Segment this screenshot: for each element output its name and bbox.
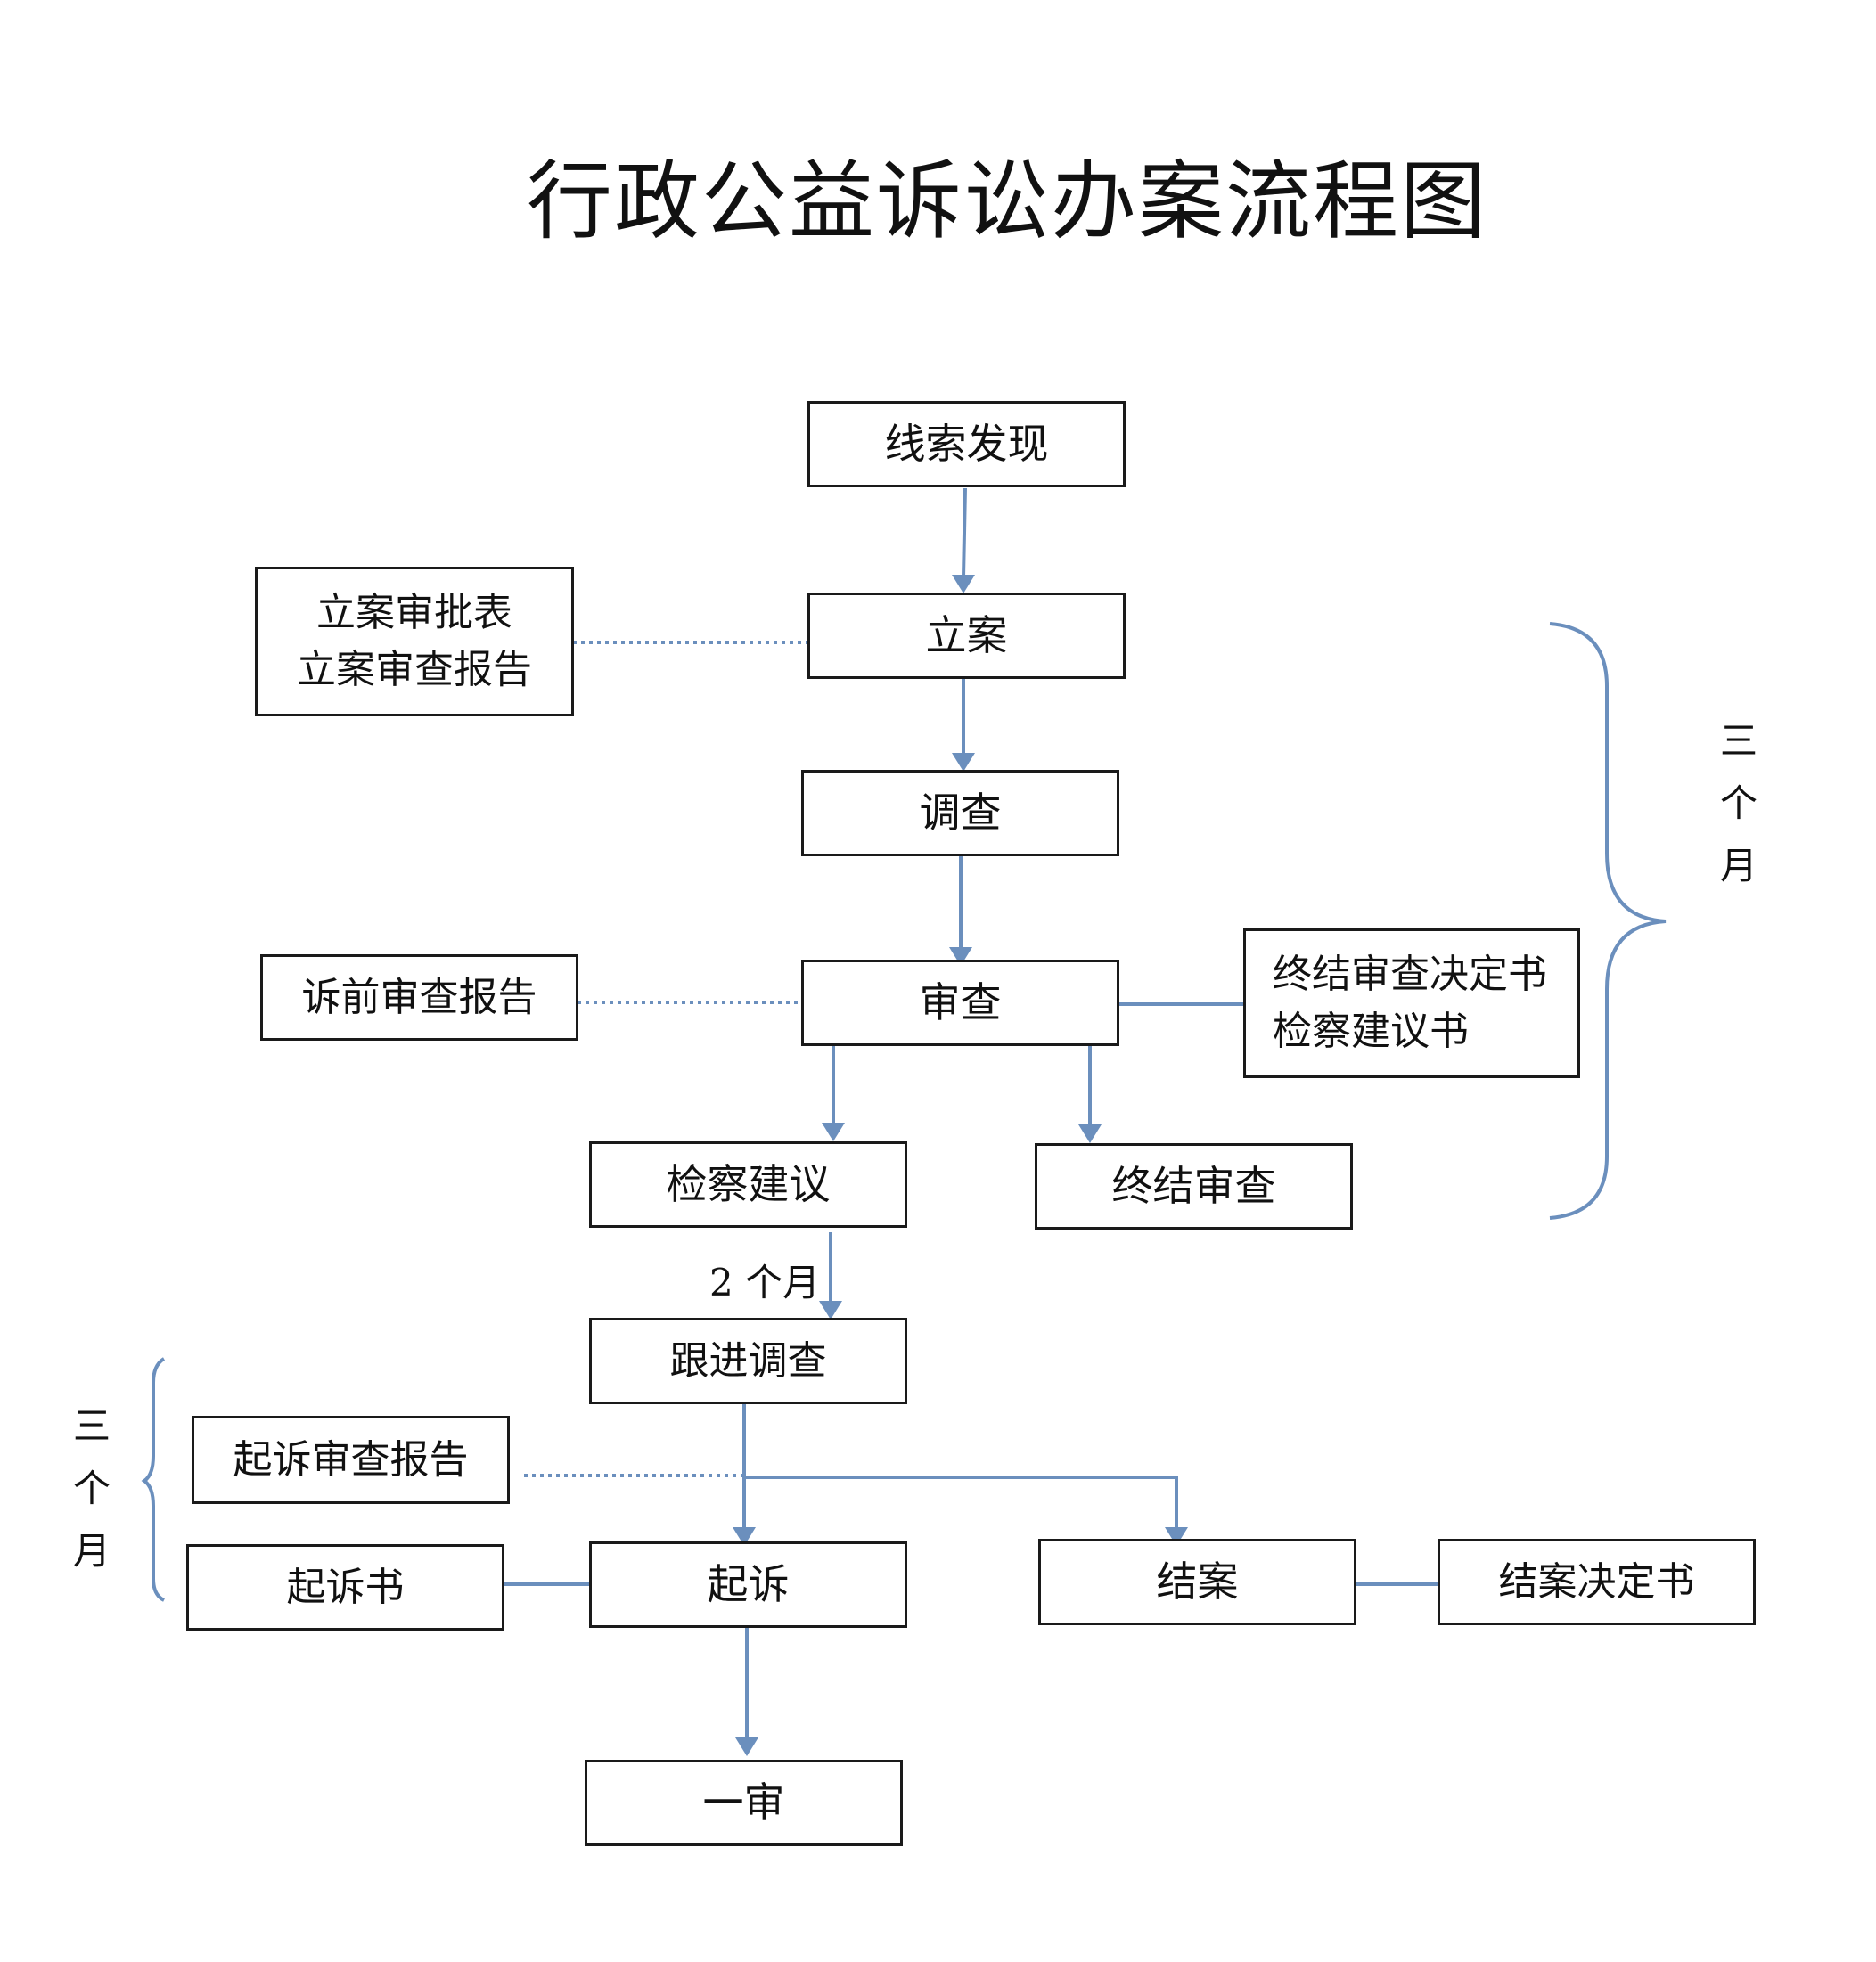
termination-review-box: 终结审查 <box>1035 1143 1353 1230</box>
three-months-left-char-2: 个 <box>72 1467 111 1510</box>
termination-decision-label: 终结审查决定书 <box>1273 952 1547 998</box>
three-months-left-label: 三 个 月 <box>70 1395 114 1582</box>
filing-review-report-label: 立案审查报告 <box>297 647 532 692</box>
procuratorial-advice-box: 检察建议 <box>589 1141 907 1228</box>
three-months-right-char-1: 三 <box>1719 719 1757 763</box>
closing-decision-box: 结案决定书 <box>1438 1539 1756 1625</box>
three-months-right-char-2: 个 <box>1719 781 1757 825</box>
three-months-right-label: 三 个 月 <box>1716 710 1761 897</box>
indictment-box: 起诉书 <box>186 1544 504 1631</box>
page-title: 行政公益诉讼办案流程图 <box>527 151 1487 251</box>
procuratorial-advice-letter-label: 检察建议书 <box>1273 1009 1469 1054</box>
arrowhead-advice-to-followup <box>819 1301 842 1320</box>
followup-investigation-box: 跟进调查 <box>589 1318 907 1404</box>
filing-approval-form-label: 立案审批表 <box>316 590 512 636</box>
arrowhead-investigation-to-review <box>949 947 972 966</box>
arrowhead-filing-to-investigation <box>952 753 975 772</box>
termination-documents-box: 终结审查决定书 检察建议书 <box>1243 928 1580 1078</box>
arrowhead-prosecution-to-trial <box>735 1737 758 1756</box>
first-instance-box: 一审 <box>585 1760 903 1846</box>
investigation-box: 调查 <box>801 770 1119 856</box>
suit-review-report-box: 起诉审查报告 <box>192 1416 510 1504</box>
arrowhead-clue-to-filing <box>952 575 975 593</box>
three-months-left-char-3: 月 <box>72 1529 111 1573</box>
two-months-label: 2 个月 <box>709 1261 821 1304</box>
right-brace <box>1549 622 1667 1220</box>
arrowhead-followup-to-closure <box>1165 1527 1188 1546</box>
arrowhead-followup-to-prosecution <box>733 1527 756 1546</box>
three-months-right-char-3: 月 <box>1719 844 1757 887</box>
arrowhead-review-to-termination <box>1078 1124 1102 1143</box>
clue-discovery-box: 线索发现 <box>807 401 1126 487</box>
filing-documents-box: 立案审批表 立案审查报告 <box>255 567 574 716</box>
prosecution-box: 起诉 <box>589 1541 907 1628</box>
three-months-left-char-1: 三 <box>72 1404 111 1448</box>
left-brace <box>141 1357 166 1602</box>
case-closure-box: 结案 <box>1038 1539 1356 1625</box>
arrow-followup-to-closure <box>744 1476 1178 1530</box>
review-box: 审查 <box>801 960 1119 1046</box>
filing-box: 立案 <box>807 593 1126 679</box>
arrowhead-review-to-advice <box>822 1123 845 1141</box>
pre-suit-report-box: 诉前审查报告 <box>260 954 578 1041</box>
arrow-clue-to-filing <box>962 487 967 578</box>
